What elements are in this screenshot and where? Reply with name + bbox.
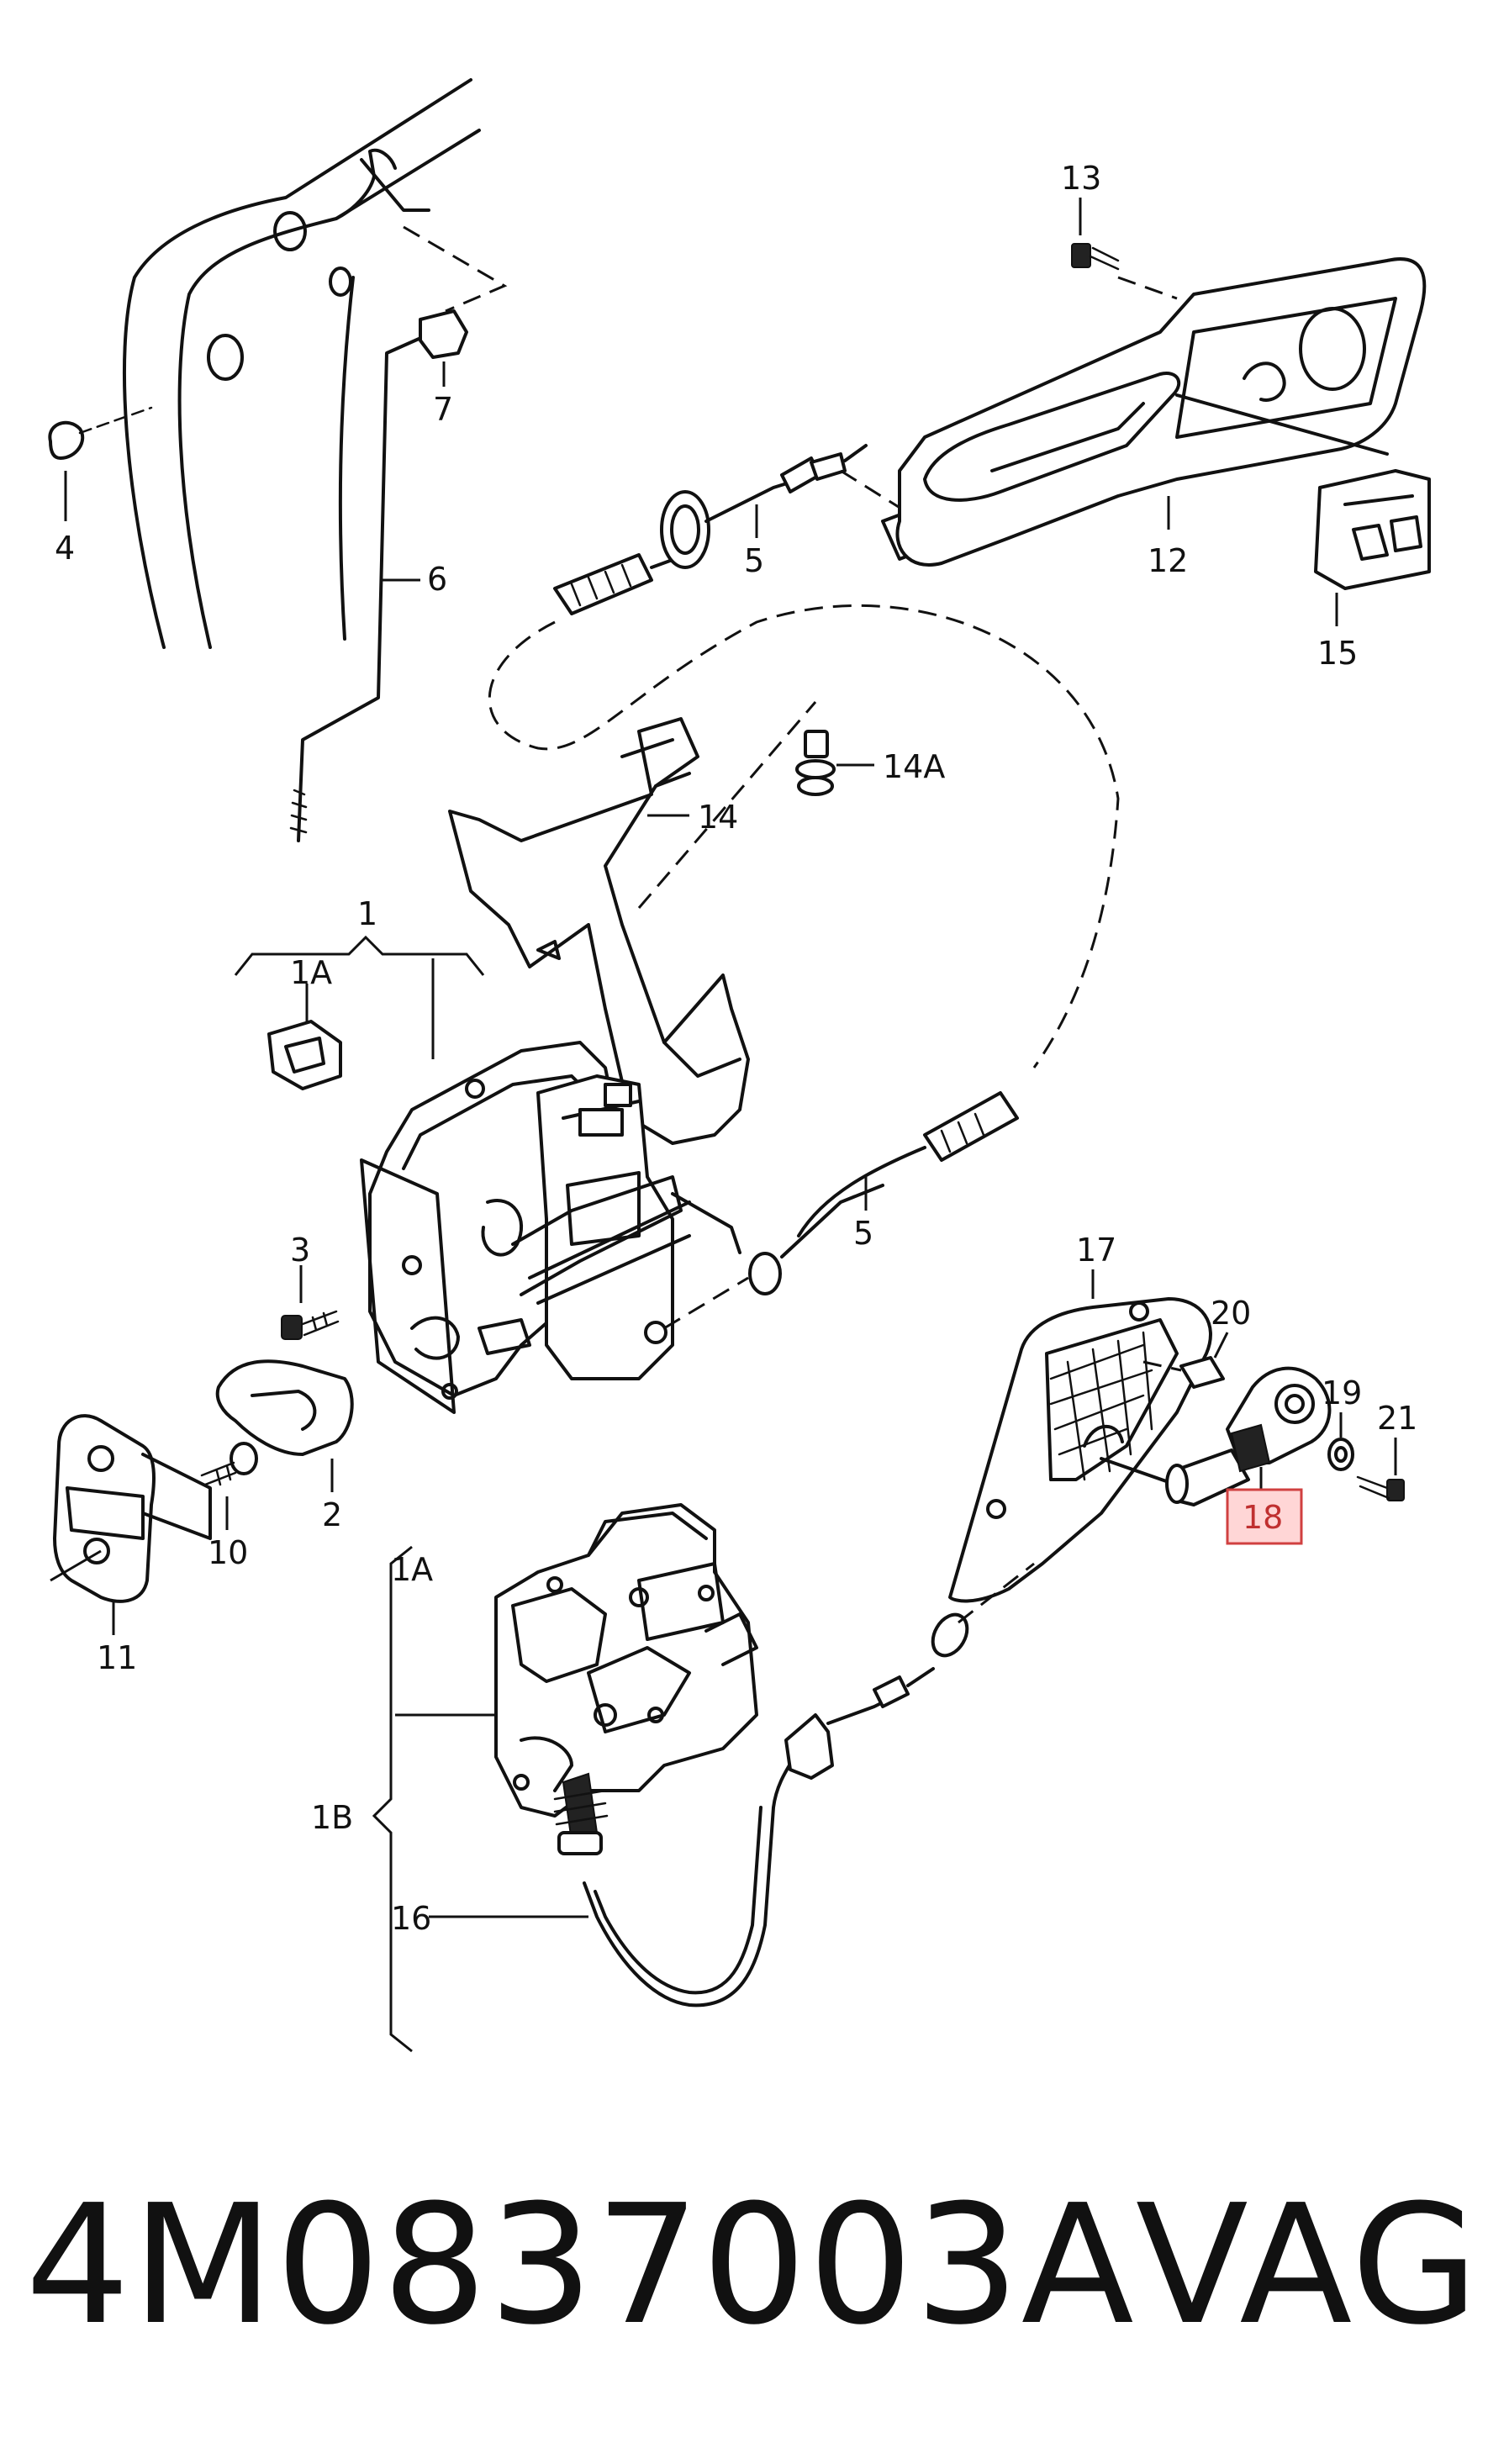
label-1a-bottom: 1A [391,1551,433,1588]
door-frame [122,78,481,649]
label-21: 21 [1377,1400,1417,1437]
footer-part-number: 4M0837003A VAG [25,2169,1479,2362]
part-2-striker-trim [215,1359,354,1492]
callout-labels: 1 1A 2 3 4 5 5 6 7 10 11 12 13 14 14A 15… [55,160,1417,1937]
part-16-cable [429,1562,1035,2008]
part-21-screw [1356,1438,1405,1501]
part-15-switch [1314,469,1431,626]
label-14a: 14A [883,748,945,785]
label-5-top: 5 [744,542,764,579]
label-2: 2 [322,1496,342,1533]
part-7-rod-clip [403,225,508,387]
label-12: 12 [1148,542,1188,579]
part-6-rod [289,335,426,842]
part-20-pin [1142,1332,1229,1389]
part-17-mounting-plate [948,1269,1212,1603]
label-1a-top: 1A [290,954,332,991]
label-20: 20 [1211,1295,1251,1332]
highlighted-part-18: 18 [1226,1488,1303,1545]
part-12-interior-handle [895,257,1427,567]
brand-text: VAG [1135,2170,1480,2361]
label-19: 19 [1322,1374,1362,1411]
part-13-screw [1071,198,1178,300]
part-1a-small-block [267,1020,342,1090]
label-15: 15 [1317,635,1358,672]
label-13: 13 [1061,160,1101,197]
part-5-cable-lower [797,1091,1019,1237]
label-5-mid: 5 [853,1215,873,1252]
label-18: 18 [1243,1499,1283,1536]
label-10: 10 [208,1534,248,1571]
part-1b-lock-body [494,1503,758,1855]
part-number-text: 4M0837003A [25,2170,1136,2361]
part-1-brace [234,935,485,1059]
part-11-striker-plate [50,1414,212,1635]
label-14: 14 [698,799,738,836]
label-1: 1 [357,895,377,932]
label-17: 17 [1076,1232,1116,1269]
brace-1a-1b [372,1545,496,2053]
part-14a-screw [795,730,874,796]
label-11: 11 [97,1639,137,1676]
label-3: 3 [290,1232,310,1269]
part-3-screw [281,1265,340,1340]
part-18-motor [1165,1366,1332,1506]
part-1-lock-assembly [360,1041,884,1414]
label-6: 6 [427,561,447,598]
label-4: 4 [55,530,75,567]
part-19-washer [1327,1412,1354,1471]
label-7: 7 [433,391,453,428]
label-1b: 1B [311,1799,353,1836]
highlight-box [1226,1488,1303,1545]
cable-dashed-route [488,604,1120,1068]
part-4-clip [48,406,153,521]
part-10-screw [200,1442,258,1530]
label-16: 16 [391,1900,431,1937]
part-14-bracket [448,701,817,1145]
part-5-cable-upper [553,444,935,615]
